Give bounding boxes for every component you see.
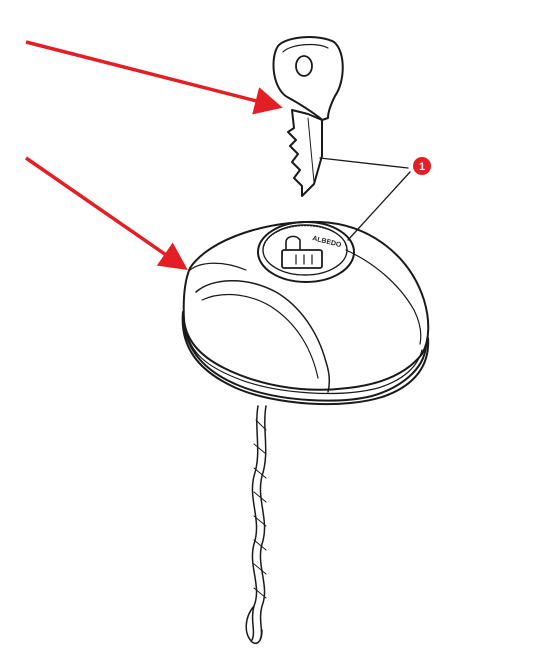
arrow-to-key: [25, 40, 283, 115]
callout-circle: [413, 157, 431, 175]
callout-badge: 1: [413, 157, 431, 175]
lanyard-chain-icon: [245, 405, 267, 644]
red-arrows: [25, 40, 283, 270]
fuel-cap-icon: ALBEDO: [181, 220, 430, 406]
key-icon: [272, 36, 344, 197]
callout-leader-lines: [319, 157, 411, 241]
padlock-icon: [281, 235, 323, 269]
arrow-to-cap: [25, 156, 188, 270]
callout-number: 1: [419, 161, 425, 173]
cap-brand-text: ALBEDO: [312, 235, 343, 249]
